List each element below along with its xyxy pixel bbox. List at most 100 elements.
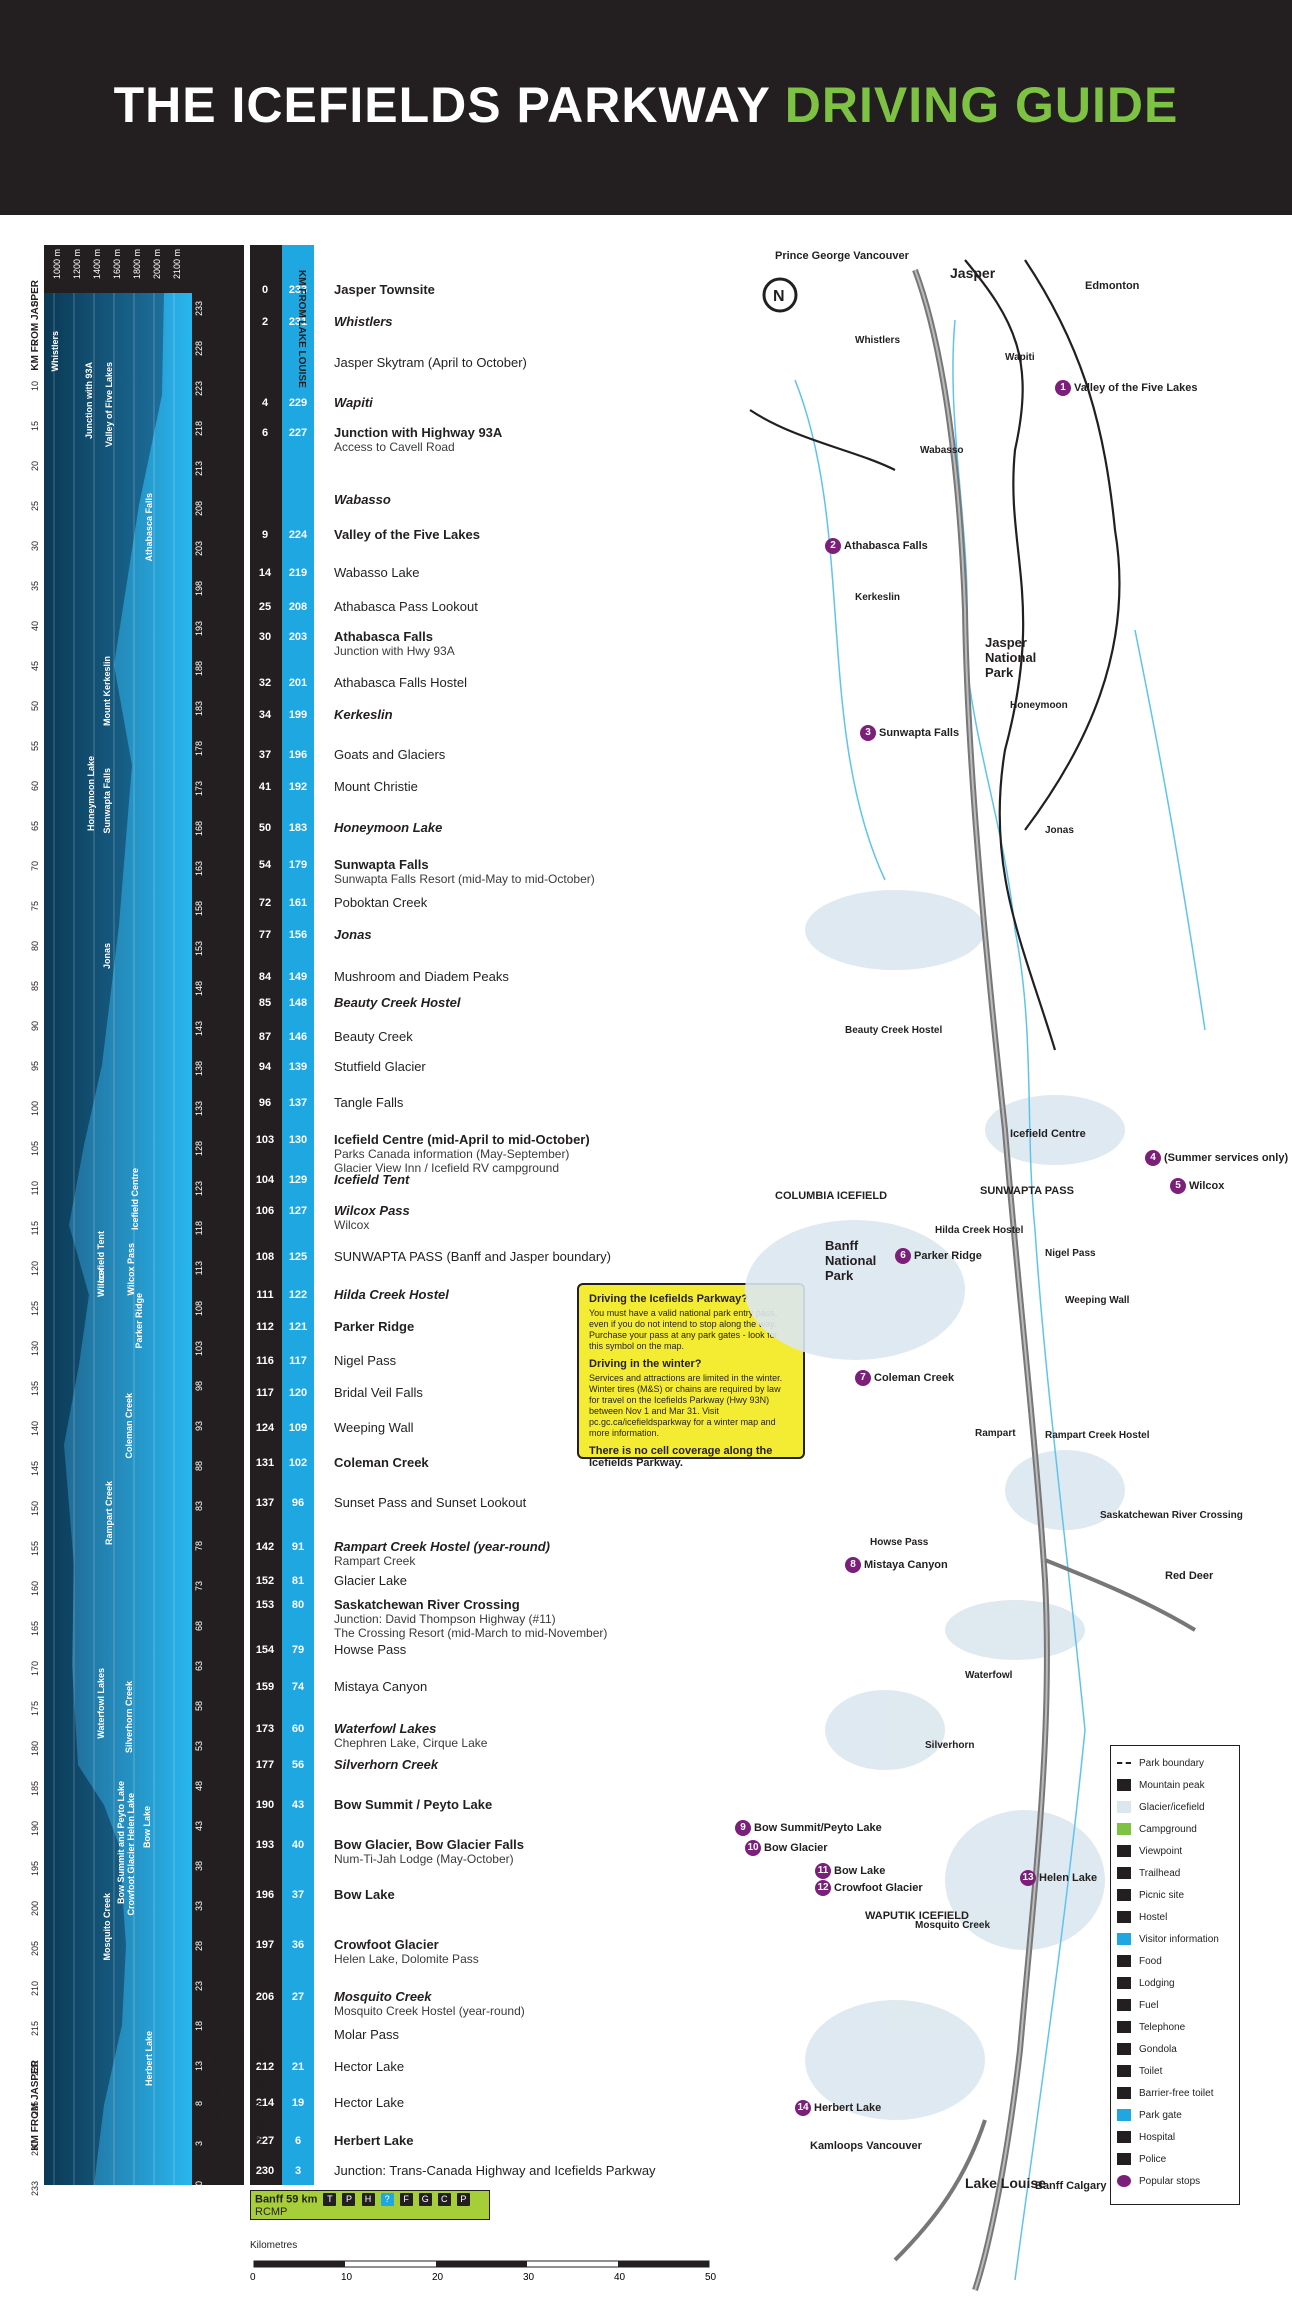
profile-feature-label: Wilcox Pass — [126, 1243, 136, 1296]
km-from-jasper: 9 — [261, 529, 269, 541]
stop-name: Mount Christie — [334, 779, 418, 794]
map-label: SUNWAPTA PASS — [980, 1185, 1074, 1197]
km-from-jasper: 85 — [258, 997, 272, 1009]
stop-number-pin: 2 — [825, 538, 841, 554]
tick-louise: 33 — [194, 1901, 204, 1912]
km-from-jasper: 124 — [255, 1422, 275, 1434]
km-from-jasper: 116 — [256, 1355, 274, 1367]
km-from-jasper: 32 — [258, 677, 272, 689]
map-label: Red Deer — [1165, 1570, 1214, 1582]
km-from-jasper: 196 — [255, 1889, 275, 1901]
legend-item: Hostel — [1117, 1906, 1233, 1928]
tick-jasper: 140 — [30, 1421, 40, 1437]
map-place: Mosquito Creek — [915, 1920, 991, 1931]
km-from-louise: 199 — [288, 709, 308, 721]
stop-name: Nigel Pass — [334, 1353, 397, 1368]
stop-row: Bow Lake — [334, 1887, 395, 1902]
km-from-louise: 196 — [288, 749, 308, 761]
stop-name: Waterfowl Lakes — [334, 1721, 437, 1736]
stop-name: Bow Summit / Peyto Lake — [334, 1797, 493, 1812]
km-from-louise: 201 — [288, 677, 308, 689]
km-from-jasper: 4 — [261, 397, 269, 409]
tick-louise: 203 — [194, 541, 204, 557]
km-from-jasper: 6 — [261, 427, 269, 439]
tick-jasper: 80 — [30, 941, 40, 952]
km-from-jasper: 34 — [258, 709, 272, 721]
winter-heading-pass: Driving the Icefields Parkway? — [589, 1293, 748, 1305]
legend-swatch — [1117, 1977, 1131, 1989]
legend-label: Food — [1139, 1955, 1162, 1967]
map-place: Rampart — [975, 1428, 1016, 1439]
map-place: Waterfowl — [965, 1670, 1013, 1681]
tick-louise: 153 — [194, 941, 204, 957]
km-from-louise: 149 — [288, 971, 308, 983]
map-place: Weeping Wall — [1065, 1295, 1130, 1306]
legend-item: Campground — [1117, 1818, 1233, 1840]
tick-louise: 113 — [194, 1261, 204, 1276]
tick-jasper: 215 — [30, 2021, 40, 2037]
tick-louise: 218 — [194, 421, 204, 437]
stop-row: Bow Summit / Peyto Lake — [334, 1797, 492, 1812]
map-place: Saskatchewan River Crossing — [1100, 1510, 1243, 1521]
map-town: Jasper — [950, 265, 996, 281]
legend-item: Park gate — [1117, 2104, 1233, 2126]
km-from-louise: 227 — [288, 427, 308, 439]
tick-louise: 183 — [194, 701, 204, 717]
stop-name: Herbert Lake — [334, 2133, 414, 2148]
stop-number-pin: 8 — [845, 1557, 861, 1573]
legend-swatch — [1117, 1762, 1131, 1764]
km-from-louise: 21 — [291, 2061, 305, 2073]
km-from-louise: 56 — [291, 1759, 305, 1771]
legend-label: Park gate — [1139, 2109, 1182, 2121]
stop-number-pin: 13 — [1020, 1870, 1036, 1886]
tick-jasper: 145 — [30, 1461, 40, 1477]
stop-row: Athabasca Falls Hostel — [334, 675, 467, 690]
tick-louise: 123 — [194, 1181, 204, 1197]
tick-louise: 23 — [194, 1981, 204, 1992]
stop-name: Weeping Wall — [334, 1420, 414, 1435]
profile-feature-label: Coleman Creek — [124, 1393, 134, 1459]
profile-feature-label: Honeymoon Lake — [86, 755, 96, 831]
tick-jasper: 150 — [30, 1501, 40, 1517]
tick-jasper: 25 — [30, 501, 40, 512]
km-from-louise: 117 — [289, 1355, 307, 1367]
stop-row: Icefield Centre (mid-April to mid-Octobe… — [334, 1132, 590, 1175]
legend-label: Fuel — [1139, 1999, 1159, 2011]
banff-label: Banff 59 km — [255, 2193, 318, 2206]
profile-feature-label: Sunwapta Falls — [102, 768, 112, 834]
stop-name: Jasper Skytram (April to October) — [334, 355, 527, 370]
stop-label: Crowfoot Glacier — [834, 1881, 923, 1894]
km-from-louise: 130 — [288, 1134, 308, 1146]
stop-row: Silverhorn Creek — [334, 1757, 438, 1772]
tick-louise: 53 — [194, 1741, 204, 1752]
km-from-louise: 139 — [288, 1061, 308, 1073]
stop-name: Beauty Creek Hostel — [334, 995, 461, 1010]
km-from-jasper: 14 — [258, 567, 272, 579]
legend-swatch — [1117, 1999, 1131, 2011]
tick-louise: 228 — [194, 341, 204, 357]
km-from-louise: 102 — [288, 1457, 308, 1469]
km-from-louise: 37 — [291, 1889, 305, 1901]
stop-label: Mistaya Canyon — [864, 1558, 948, 1571]
map-label: Kamloops Vancouver — [810, 2140, 922, 2152]
stop-name: Crowfoot Glacier — [334, 1937, 439, 1952]
stop-row: Hilda Creek Hostel — [334, 1287, 449, 1302]
elevation-label: 1600 m — [112, 249, 122, 280]
stop-row: Parker Ridge — [334, 1319, 414, 1334]
map-place: Silverhorn — [925, 1740, 975, 1751]
stop-number-pin: 14 — [795, 2100, 811, 2116]
km-from-louise: 96 — [291, 1497, 305, 1509]
food-icon: F — [399, 2193, 413, 2206]
legend-swatch — [1117, 2153, 1131, 2165]
legend-item: Lodging — [1117, 1972, 1233, 1994]
profile-feature-label: Waterfowl Lakes — [96, 1668, 106, 1739]
tick-louise: 8 — [194, 2101, 204, 2107]
tick-louise: 178 — [194, 741, 204, 757]
